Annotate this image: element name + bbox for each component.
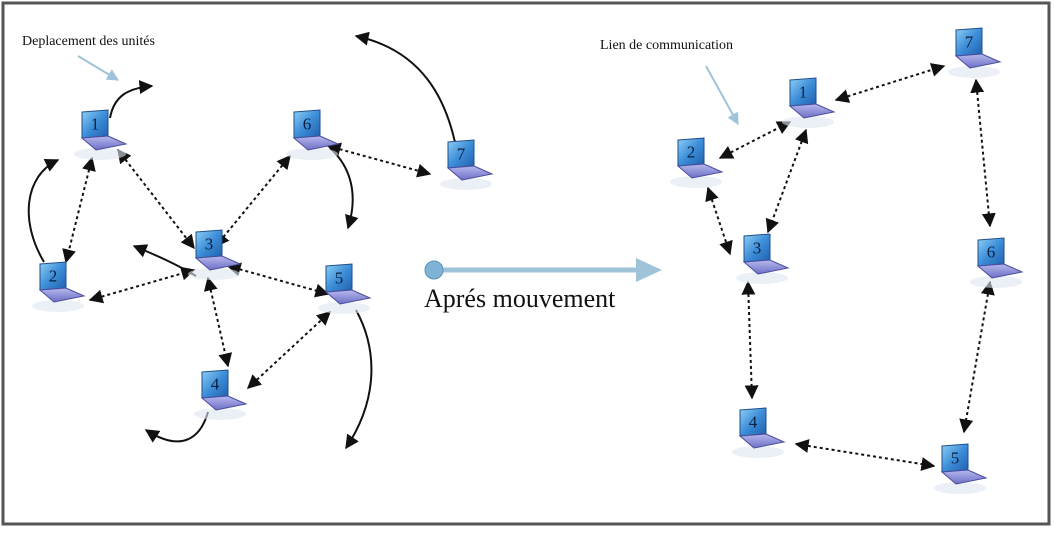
laptop-left-1: 1 — [73, 109, 127, 161]
transition-arrow — [424, 258, 662, 282]
node-label: 2 — [49, 267, 58, 286]
node-label: 4 — [749, 413, 758, 432]
link-r-2-1 — [718, 121, 792, 159]
laptop-left-6: 6 — [285, 109, 339, 161]
link-2-3 — [88, 266, 196, 304]
after-movement-label: Aprés mouvement — [424, 284, 616, 313]
left-links — [62, 142, 432, 389]
node-label: 2 — [687, 143, 696, 162]
link-3-4 — [203, 276, 233, 368]
node-label: 6 — [987, 243, 996, 262]
node-label: 3 — [205, 235, 214, 254]
laptop-left-2: 2 — [31, 261, 85, 313]
laptop-right-3: 3 — [735, 233, 789, 285]
node-label: 7 — [457, 145, 466, 164]
link-6-7 — [326, 142, 432, 178]
link-r-1-3 — [765, 128, 809, 234]
move-7 — [354, 31, 459, 159]
node-label: 5 — [951, 449, 960, 468]
laptop-left-4: 4 — [193, 369, 247, 421]
link-r-2-3 — [705, 186, 733, 256]
movement-label: Deplacement des unités — [22, 34, 155, 49]
link-4-5 — [246, 311, 332, 389]
move-5 — [345, 309, 373, 450]
node-label: 5 — [335, 269, 344, 288]
laptop-right-6: 6 — [969, 237, 1023, 289]
link-1-3 — [117, 148, 195, 250]
diagram-frame — [1, 1, 1051, 526]
laptop-right-1: 1 — [781, 77, 835, 129]
label-pointer-right — [705, 65, 739, 126]
movement-arrows — [27, 31, 459, 450]
node-label: 7 — [965, 33, 974, 52]
laptop-left-7: 7 — [439, 139, 493, 191]
move-6 — [329, 147, 359, 230]
link-6-3 — [215, 154, 291, 248]
move-1 — [109, 80, 154, 119]
link-r-7-6 — [970, 78, 996, 228]
link-label: Lien de communication — [600, 38, 733, 53]
link-r-4-5 — [794, 439, 936, 471]
link-1-2 — [62, 156, 96, 264]
laptop-right-4: 4 — [731, 407, 785, 459]
laptop-left-3: 3 — [187, 229, 241, 281]
node-label: 1 — [799, 83, 808, 102]
move-4 — [144, 411, 209, 443]
move-2 — [27, 159, 60, 263]
link-3-5 — [226, 262, 330, 298]
node-label: 1 — [91, 115, 100, 134]
node-label: 4 — [211, 375, 220, 394]
link-r-1-7 — [834, 63, 946, 103]
node-label: 6 — [303, 115, 312, 134]
node-label: 3 — [753, 239, 762, 258]
laptop-right-5: 5 — [933, 443, 987, 495]
label-pointer-left — [77, 55, 120, 81]
link-r-6-5 — [959, 280, 995, 434]
right-links — [705, 63, 996, 471]
link-r-3-4 — [741, 280, 759, 400]
laptop-left-5: 5 — [317, 263, 371, 315]
laptop-right-7: 7 — [947, 27, 1001, 79]
move-3 — [132, 244, 197, 277]
laptop-right-2: 2 — [669, 137, 723, 189]
